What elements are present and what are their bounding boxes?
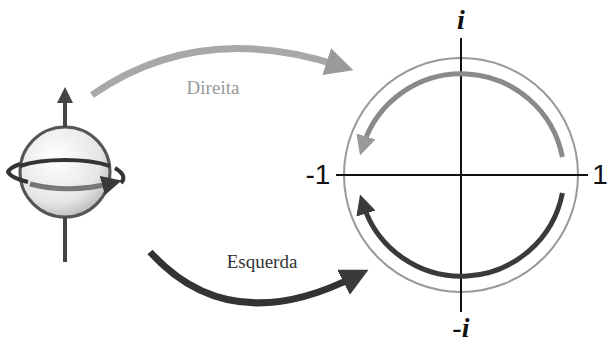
spinning-sphere xyxy=(8,95,123,262)
axis-label: 1 xyxy=(592,159,608,191)
rotation-label: Esquerda xyxy=(227,251,298,273)
axis-label: i xyxy=(457,4,465,36)
rotation-label: Direita xyxy=(187,77,240,99)
axis-label: -1 xyxy=(306,159,331,191)
left-arrow xyxy=(150,252,356,303)
complex-plane xyxy=(336,38,588,312)
axis-label: -i xyxy=(452,312,469,344)
